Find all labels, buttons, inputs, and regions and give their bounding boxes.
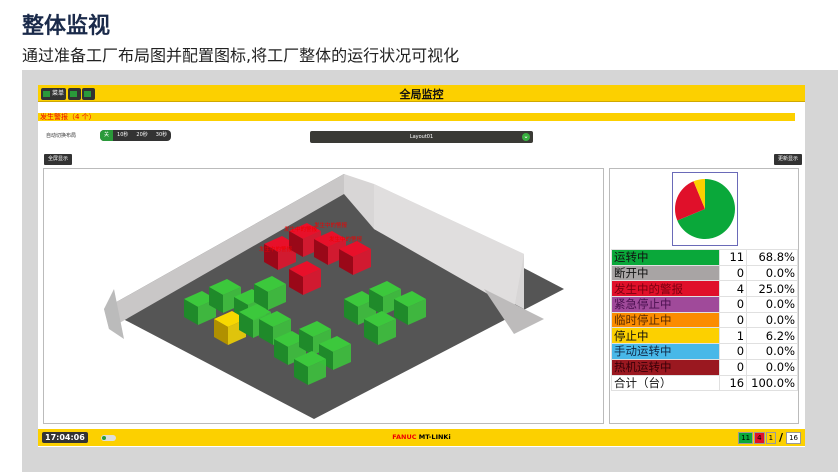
alarm-label: 发生中的警报	[314, 221, 348, 229]
interval-20s[interactable]: 20秒	[136, 132, 148, 138]
menu-label: 菜单	[52, 90, 65, 97]
status-label: 停止中	[611, 327, 720, 345]
chevron-down-icon: ⌄	[522, 133, 530, 141]
layout-select[interactable]: Layout01 ⌄	[310, 131, 533, 143]
status-percent: 68.8%	[746, 249, 798, 266]
status-percent: 6.2%	[746, 327, 798, 345]
pie-slice	[693, 179, 705, 209]
interval-off[interactable]: 关	[100, 130, 114, 141]
status-label: 手动运转中	[611, 343, 720, 360]
menu-button[interactable]: 菜单	[41, 88, 67, 100]
machine-icon[interactable]	[319, 336, 351, 370]
grid-button[interactable]	[68, 88, 81, 100]
alarm-label: 发生中的警报	[259, 245, 293, 253]
count-alarm: 4	[754, 431, 765, 444]
status-percent: 0.0%	[746, 296, 798, 313]
fullscreen-button[interactable]: 全屏显示	[44, 154, 73, 165]
brand-mtlink: MT-LINKi	[418, 433, 451, 441]
status-label: 断开中	[611, 264, 720, 282]
status-percent: 0.0%	[746, 358, 798, 376]
machine-icon[interactable]	[364, 311, 396, 345]
status-label: 临时停止中	[611, 311, 720, 329]
status-count: 11	[718, 249, 748, 266]
page-title: 整体监视	[22, 14, 111, 39]
count-stopped: 1	[765, 431, 777, 444]
home-button[interactable]	[82, 88, 95, 100]
status-count: 16	[718, 374, 748, 392]
status-label: 紧急停止中	[611, 296, 720, 313]
auto-switch-label: 自动切换布局	[46, 133, 77, 139]
factory-layout-map[interactable]: 发生中的警报发生中的警报发生中的警报发生中的警报	[43, 168, 604, 424]
status-percent: 0.0%	[746, 264, 798, 282]
alarm-label: 发生中的警报	[329, 235, 363, 243]
machine-icon[interactable]	[184, 291, 216, 325]
brand-fanuc: FANUC	[392, 433, 417, 441]
alarm-label: 发生中的警报	[284, 225, 318, 233]
machine-icon[interactable]	[254, 276, 286, 310]
menu-icon	[43, 90, 50, 97]
count-total: 16	[786, 431, 801, 444]
status-count: 0	[718, 358, 748, 376]
interval-30s[interactable]: 30秒	[155, 132, 168, 138]
interval-selector[interactable]: 关 10秒 20秒 30秒	[100, 130, 172, 141]
alarm-bar[interactable]: 发生警报（4 个）	[38, 113, 795, 121]
status-count: 4	[718, 280, 748, 298]
header-bar: 菜单 全局监控	[38, 85, 805, 102]
machine-icon[interactable]	[264, 236, 296, 270]
connection-indicator	[101, 435, 116, 441]
status-count: 1	[718, 327, 748, 345]
pie-slice	[675, 181, 705, 221]
home-icon	[84, 90, 91, 97]
status-label: 运转中	[611, 249, 720, 266]
machine-icon[interactable]	[394, 291, 426, 325]
status-dot-icon	[102, 436, 106, 440]
status-count: 0	[718, 264, 748, 282]
status-percent: 0.0%	[746, 343, 798, 360]
status-label: 发生中的警报	[611, 280, 720, 298]
layout-value: Layout01	[409, 134, 434, 140]
machine-icon[interactable]	[289, 261, 321, 295]
brand-logo: FANUC MT-LINKi	[38, 433, 805, 441]
grid-icon	[70, 90, 77, 97]
footer-bar: 17:04:06 FANUC MT-LINKi 11 4 1 / 16	[38, 429, 805, 446]
status-label: 合计（台）	[611, 374, 720, 392]
machine-icon[interactable]	[369, 281, 401, 315]
app-window: 菜单 全局监控 发生警报（4 个） 自动切换布局 关 10秒 20秒 30秒 L…	[38, 85, 805, 447]
pie-slice	[677, 179, 735, 239]
clock: 17:04:06	[42, 432, 88, 443]
machine-icon[interactable]	[294, 351, 326, 385]
status-label: 热机运转中	[611, 358, 720, 376]
page-subtitle: 通过准备工厂布局图并配置图标,将工厂整体的运行状况可视化	[22, 46, 460, 65]
status-count: 0	[718, 343, 748, 360]
machine-counts: 11 4 1 / 16	[738, 431, 801, 444]
status-pie-chart	[672, 172, 738, 246]
status-percent: 25.0%	[746, 280, 798, 298]
update-button[interactable]: 更新显示	[774, 154, 803, 165]
interval-10s[interactable]: 10秒	[117, 132, 129, 138]
count-separator: /	[779, 431, 784, 444]
count-running: 11	[738, 431, 754, 444]
status-count: 0	[718, 296, 748, 313]
status-percent: 0.0%	[746, 311, 798, 329]
status-percent: 100.0%	[746, 374, 798, 392]
machine-icon[interactable]	[339, 241, 371, 275]
status-count: 0	[718, 311, 748, 329]
header-title: 全局监控	[399, 88, 444, 101]
